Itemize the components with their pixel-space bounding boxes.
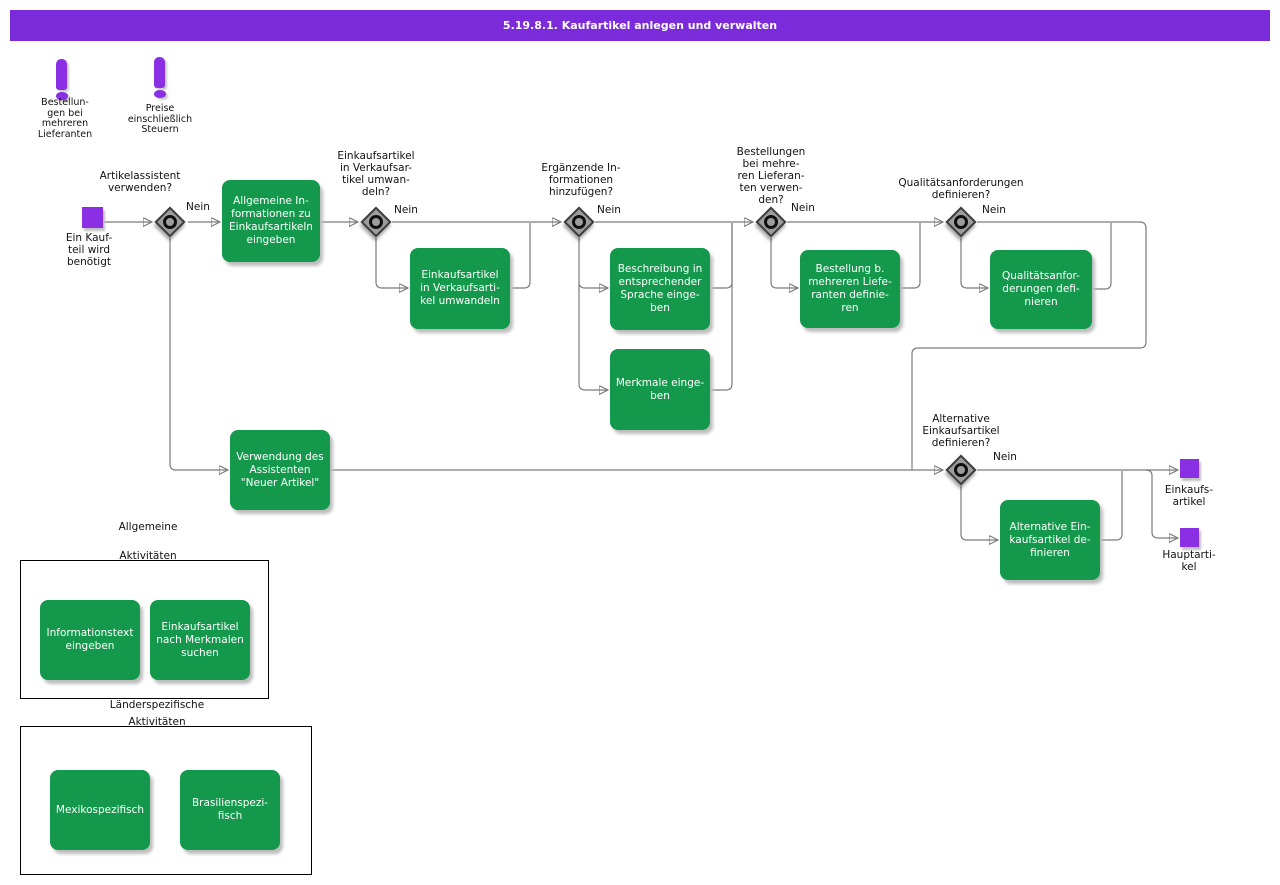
edge-vendors-join bbox=[900, 223, 921, 289]
gateway-circle-icon bbox=[954, 463, 968, 477]
diagram-title-bar: 5.19.8.1. Kaufartikel anlegen und verwal… bbox=[10, 10, 1270, 41]
gateway-circle-icon bbox=[954, 215, 968, 229]
end-event-label: Einkaufs- artikel bbox=[1164, 484, 1214, 508]
task-label: Alternative Ein- kaufsartikel de- finier… bbox=[1009, 520, 1091, 559]
task-einkaufsartikel-umwandeln[interactable]: Einkaufsartikel in Verkaufsarti- kel umw… bbox=[410, 248, 510, 329]
gateway-circle-icon bbox=[764, 215, 778, 229]
branch-label-nein: Nein bbox=[791, 202, 815, 214]
decision-label: Alternative Einkaufsartikel definieren? bbox=[922, 413, 1000, 449]
end-event-hauptartikel[interactable] bbox=[1180, 528, 1199, 547]
task-nach-merkmalen-suchen[interactable]: Einkaufsartikel nach Merkmalen suchen bbox=[150, 600, 250, 680]
edge-gateway6-to-alternative bbox=[960, 486, 998, 540]
warning-label: Bestellun- gen bei mehreren Lieferanten bbox=[37, 97, 93, 140]
task-qualitaetsanforderungen[interactable]: Qualitätsanfor- derungen defi- nieren bbox=[990, 250, 1092, 329]
task-label: Einkaufsartikel in Verkaufsarti- kel umw… bbox=[420, 269, 500, 307]
gateway-verkaufsartikel-umwandeln[interactable] bbox=[360, 206, 392, 238]
task-merkmale-eingeben[interactable]: Merkmale einge- ben bbox=[610, 349, 710, 430]
task-label: Verwendung des Assistenten "Neuer Artike… bbox=[236, 450, 324, 489]
edge-characteristics-join bbox=[710, 223, 733, 391]
group-title-line: Länderspezifische bbox=[109, 699, 205, 711]
task-assistent-neuer-artikel[interactable]: Verwendung des Assistenten "Neuer Artike… bbox=[230, 430, 330, 510]
group-title-line: Allgemeine bbox=[118, 521, 178, 533]
task-informationstext-eingeben[interactable]: Informationstext eingeben bbox=[40, 600, 140, 680]
task-label: Einkaufsartikel nach Merkmalen suchen bbox=[156, 620, 244, 659]
task-label: Merkmale einge- ben bbox=[615, 376, 705, 402]
task-label: Mexikospezifisch bbox=[55, 803, 145, 816]
group-title-line: Aktivitäten bbox=[128, 716, 186, 728]
task-label: Bestellung b. mehreren Liefe- ranten def… bbox=[808, 263, 892, 314]
task-label: Brasilienspezi- fisch bbox=[191, 797, 269, 822]
decision-label: Ergänzende In- formationen hinzufügen? bbox=[541, 162, 621, 198]
diagram-title: 5.19.8.1. Kaufartikel anlegen und verwal… bbox=[502, 19, 778, 32]
gateway-qualitaetsanforderungen[interactable] bbox=[945, 206, 977, 238]
warning-exclamation-icon bbox=[154, 57, 165, 88]
edge-gateway4-to-vendors bbox=[770, 238, 798, 288]
decision-label: Artikelassistent verwenden? bbox=[99, 170, 181, 194]
task-bestellung-lieferanten[interactable]: Bestellung b. mehreren Liefe- ranten def… bbox=[800, 250, 900, 328]
task-beschreibung-eingeben[interactable]: Beschreibung in entsprechender Sprache e… bbox=[610, 248, 710, 330]
edge-alternative-join bbox=[1100, 471, 1123, 541]
task-label: Allgemeine In- formationen zu Einkaufsar… bbox=[229, 195, 313, 246]
task-label: Informationstext eingeben bbox=[46, 627, 134, 652]
task-label: Qualitätsanfor- derungen defi- nieren bbox=[1002, 270, 1080, 308]
edge-gateway3-to-description bbox=[578, 238, 608, 288]
edge-convert-join bbox=[510, 223, 531, 289]
gateway-circle-icon bbox=[369, 215, 383, 229]
task-allgemeine-informationen[interactable]: Allgemeine In- formationen zu Einkaufsar… bbox=[222, 180, 320, 262]
start-event[interactable] bbox=[82, 207, 103, 228]
warning-exclamation-dot-icon bbox=[154, 90, 166, 98]
end-event-label: Hauptarti- kel bbox=[1162, 549, 1216, 573]
start-event-label: Ein Kauf- teil wird benötigt bbox=[65, 232, 113, 268]
branch-label-nein: Nein bbox=[993, 451, 1017, 463]
gateway-circle-icon bbox=[572, 215, 586, 229]
gateway-mehrere-lieferanten[interactable] bbox=[755, 206, 787, 238]
end-event-einkaufsartikel[interactable] bbox=[1180, 459, 1199, 478]
task-brasilienspezifisch[interactable]: Brasilienspezi- fisch bbox=[180, 770, 280, 850]
edge-gateway2-to-convert bbox=[375, 238, 408, 288]
decision-label: Qualitätsanforderungen definieren? bbox=[898, 177, 1024, 201]
decision-label: Einkaufsartikel in Verkaufsar- tikel umw… bbox=[337, 150, 415, 198]
decision-label: Bestellungen bei mehre- ren Lieferan- te… bbox=[736, 146, 806, 206]
branch-label-nein: Nein bbox=[394, 204, 418, 216]
task-alternative-einkaufsartikel[interactable]: Alternative Ein- kaufsartikel de- finier… bbox=[1000, 500, 1100, 580]
task-label: Beschreibung in entsprechender Sprache e… bbox=[617, 263, 703, 314]
edge-gateway3-to-characteristics bbox=[578, 284, 608, 390]
branch-label-nein: Nein bbox=[597, 204, 621, 216]
edge-quality-join bbox=[1092, 223, 1112, 290]
warning-label: Preise einschließlich Steuern bbox=[127, 103, 193, 135]
warning-exclamation-dot-icon bbox=[56, 92, 68, 100]
edge-gateway1-to-wizard bbox=[169, 238, 228, 470]
group-title-line: Aktivitäten bbox=[119, 550, 177, 562]
gateway-circle-icon bbox=[163, 215, 177, 229]
edge-gateway5-to-quality bbox=[960, 238, 988, 288]
branch-label-nein: Nein bbox=[186, 201, 210, 213]
gateway-alternative-einkaufsartikel[interactable] bbox=[945, 454, 977, 486]
task-mexikospezifisch[interactable]: Mexikospezifisch bbox=[50, 770, 150, 850]
edge-description-join bbox=[710, 223, 733, 289]
gateway-artikelassistent[interactable] bbox=[154, 206, 186, 238]
gateway-ergaenzende-informationen[interactable] bbox=[563, 206, 595, 238]
warning-exclamation-icon bbox=[56, 59, 67, 90]
branch-label-nein: Nein bbox=[982, 204, 1006, 216]
